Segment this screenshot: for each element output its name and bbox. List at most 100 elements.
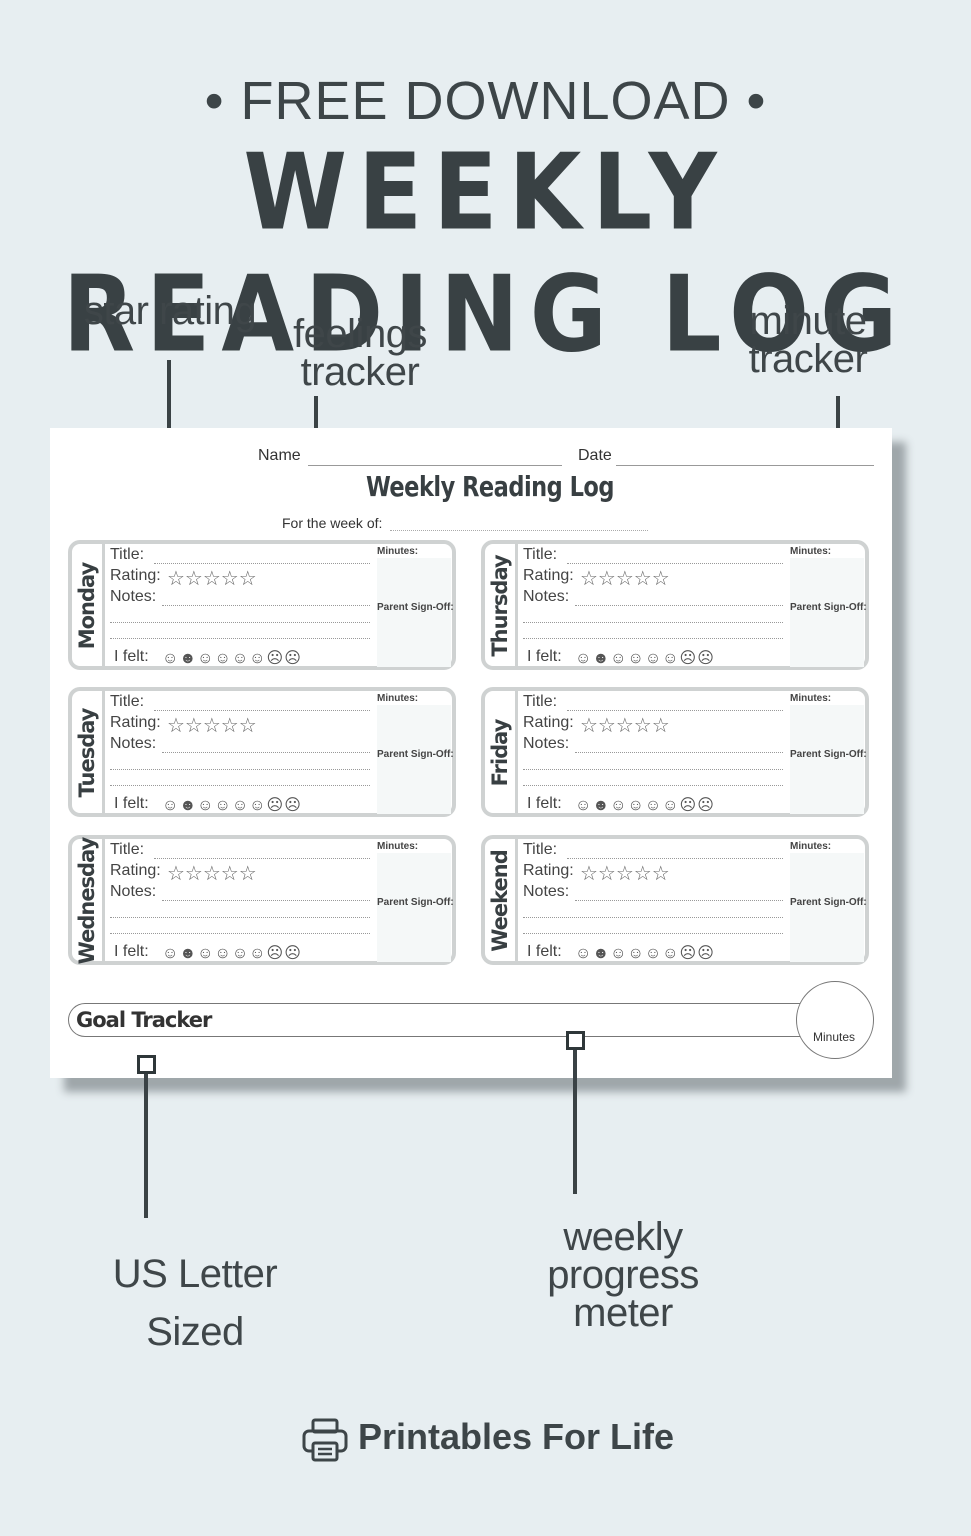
rating-label: Rating: — [110, 714, 161, 731]
day-label: Wednesday — [75, 837, 99, 965]
minutes-label: Minutes: — [377, 546, 419, 557]
goal-minutes-circle — [796, 981, 874, 1059]
goal-tracker-label: Goal Tracker — [76, 1008, 212, 1032]
parent-signoff-label: Parent Sign-Off: — [790, 749, 867, 760]
notes-line — [110, 785, 370, 786]
notes-line — [575, 900, 783, 901]
minutes-label: Minutes: — [377, 841, 419, 852]
feelings-tracker[interactable]: ☺☻☺☺☺☺☹☹ — [162, 797, 302, 814]
day-label: Friday — [488, 719, 512, 787]
callout-star-rating: star rating — [70, 289, 270, 333]
notes-label: Notes: — [110, 588, 157, 605]
title-line — [567, 710, 783, 711]
star-rating[interactable]: ☆☆☆☆☆ — [167, 568, 257, 590]
callout-text: tracker — [748, 337, 868, 381]
star-rating[interactable]: ☆☆☆☆☆ — [580, 568, 670, 590]
rating-label: Rating: — [110, 862, 161, 879]
week-line — [390, 530, 648, 531]
parent-signoff-label: Parent Sign-Off: — [790, 897, 867, 908]
title-label: Title: — [523, 841, 558, 858]
callout-text: US Letter — [112, 1252, 278, 1296]
callout-text: minute — [749, 299, 867, 343]
notes-line — [110, 933, 370, 934]
callout-minute-tracker: minute tracker — [718, 299, 898, 381]
day-label: Monday — [75, 562, 99, 650]
rating-label: Rating: — [523, 714, 574, 731]
felt-label: I felt: — [527, 795, 562, 812]
felt-label: I felt: — [114, 795, 149, 812]
notes-line — [523, 622, 783, 623]
week-label: For the week of: — [282, 515, 383, 531]
parent-signoff-label: Parent Sign-Off: — [377, 602, 454, 613]
notes-label: Notes: — [110, 735, 157, 752]
minutes-box — [377, 705, 451, 814]
parent-signoff-label: Parent Sign-Off: — [377, 749, 454, 760]
name-line — [308, 465, 562, 466]
notes-line — [523, 769, 783, 770]
feelings-tracker[interactable]: ☺☻☺☺☺☺☹☹ — [162, 650, 302, 667]
notes-line — [523, 785, 783, 786]
title-label: Title: — [110, 841, 145, 858]
callout-text: meter — [573, 1291, 673, 1335]
brand-name: Printables For Life — [358, 1416, 675, 1457]
felt-label: I felt: — [114, 943, 149, 960]
notes-label: Notes: — [523, 588, 570, 605]
feelings-tracker[interactable]: ☺☻☺☺☺☺☹☹ — [162, 945, 302, 962]
minutes-box — [790, 853, 864, 962]
goal-tracker-bar — [68, 1003, 818, 1037]
notes-line — [523, 917, 783, 918]
day-tab — [72, 839, 105, 961]
notes-line — [523, 933, 783, 934]
notes-line — [110, 638, 370, 639]
minutes-box — [790, 705, 864, 814]
star-rating[interactable]: ☆☆☆☆☆ — [167, 863, 257, 885]
name-label: Name — [258, 447, 301, 464]
feelings-tracker[interactable]: ☺☻☺☺☺☺☹☹ — [575, 650, 715, 667]
sheet-title: Weekly Reading Log — [366, 470, 614, 503]
rating-label: Rating: — [523, 567, 574, 584]
printer-icon — [302, 1418, 348, 1462]
callout-progress-meter: weekly progress meter — [523, 1217, 723, 1335]
goal-minutes-label: Minutes — [813, 1030, 856, 1044]
felt-label: I felt: — [114, 648, 149, 665]
header-title: WEEKLY READING LOG — [62, 132, 909, 377]
star-rating[interactable]: ☆☆☆☆☆ — [580, 715, 670, 737]
callout-us-letter: US Letter Sized — [90, 1245, 300, 1361]
notes-line — [110, 769, 370, 770]
minutes-label: Minutes: — [790, 841, 832, 852]
parent-signoff-label: Parent Sign-Off: — [790, 602, 867, 613]
title-label: Title: — [110, 693, 145, 710]
minutes-box — [790, 558, 864, 667]
day-tab — [485, 691, 518, 813]
minutes-box — [377, 853, 451, 962]
title-label: Title: — [523, 546, 558, 563]
callout-line — [144, 1074, 148, 1218]
notes-label: Notes: — [110, 883, 157, 900]
notes-line — [110, 917, 370, 918]
callout-text: tracker — [300, 350, 420, 394]
callout-marker — [137, 1055, 156, 1074]
callout-text: star rating — [83, 289, 257, 333]
feelings-tracker[interactable]: ☺☻☺☺☺☺☹☹ — [575, 945, 715, 962]
notes-line — [575, 605, 783, 606]
notes-line — [523, 638, 783, 639]
day-tab — [485, 839, 518, 961]
day-tab — [72, 691, 105, 813]
callout-marker — [566, 1031, 585, 1050]
day-tab — [72, 544, 105, 666]
title-label: Title: — [523, 693, 558, 710]
notes-line — [162, 900, 370, 901]
star-rating[interactable]: ☆☆☆☆☆ — [167, 715, 257, 737]
minutes-label: Minutes: — [790, 546, 832, 557]
feelings-tracker[interactable]: ☺☻☺☺☺☺☹☹ — [575, 797, 715, 814]
notes-line — [110, 622, 370, 623]
title-line — [154, 858, 370, 859]
callout-line — [573, 1050, 577, 1194]
star-rating[interactable]: ☆☆☆☆☆ — [580, 863, 670, 885]
day-label: Weekend — [488, 850, 512, 952]
callout-text: feelings — [293, 312, 427, 356]
